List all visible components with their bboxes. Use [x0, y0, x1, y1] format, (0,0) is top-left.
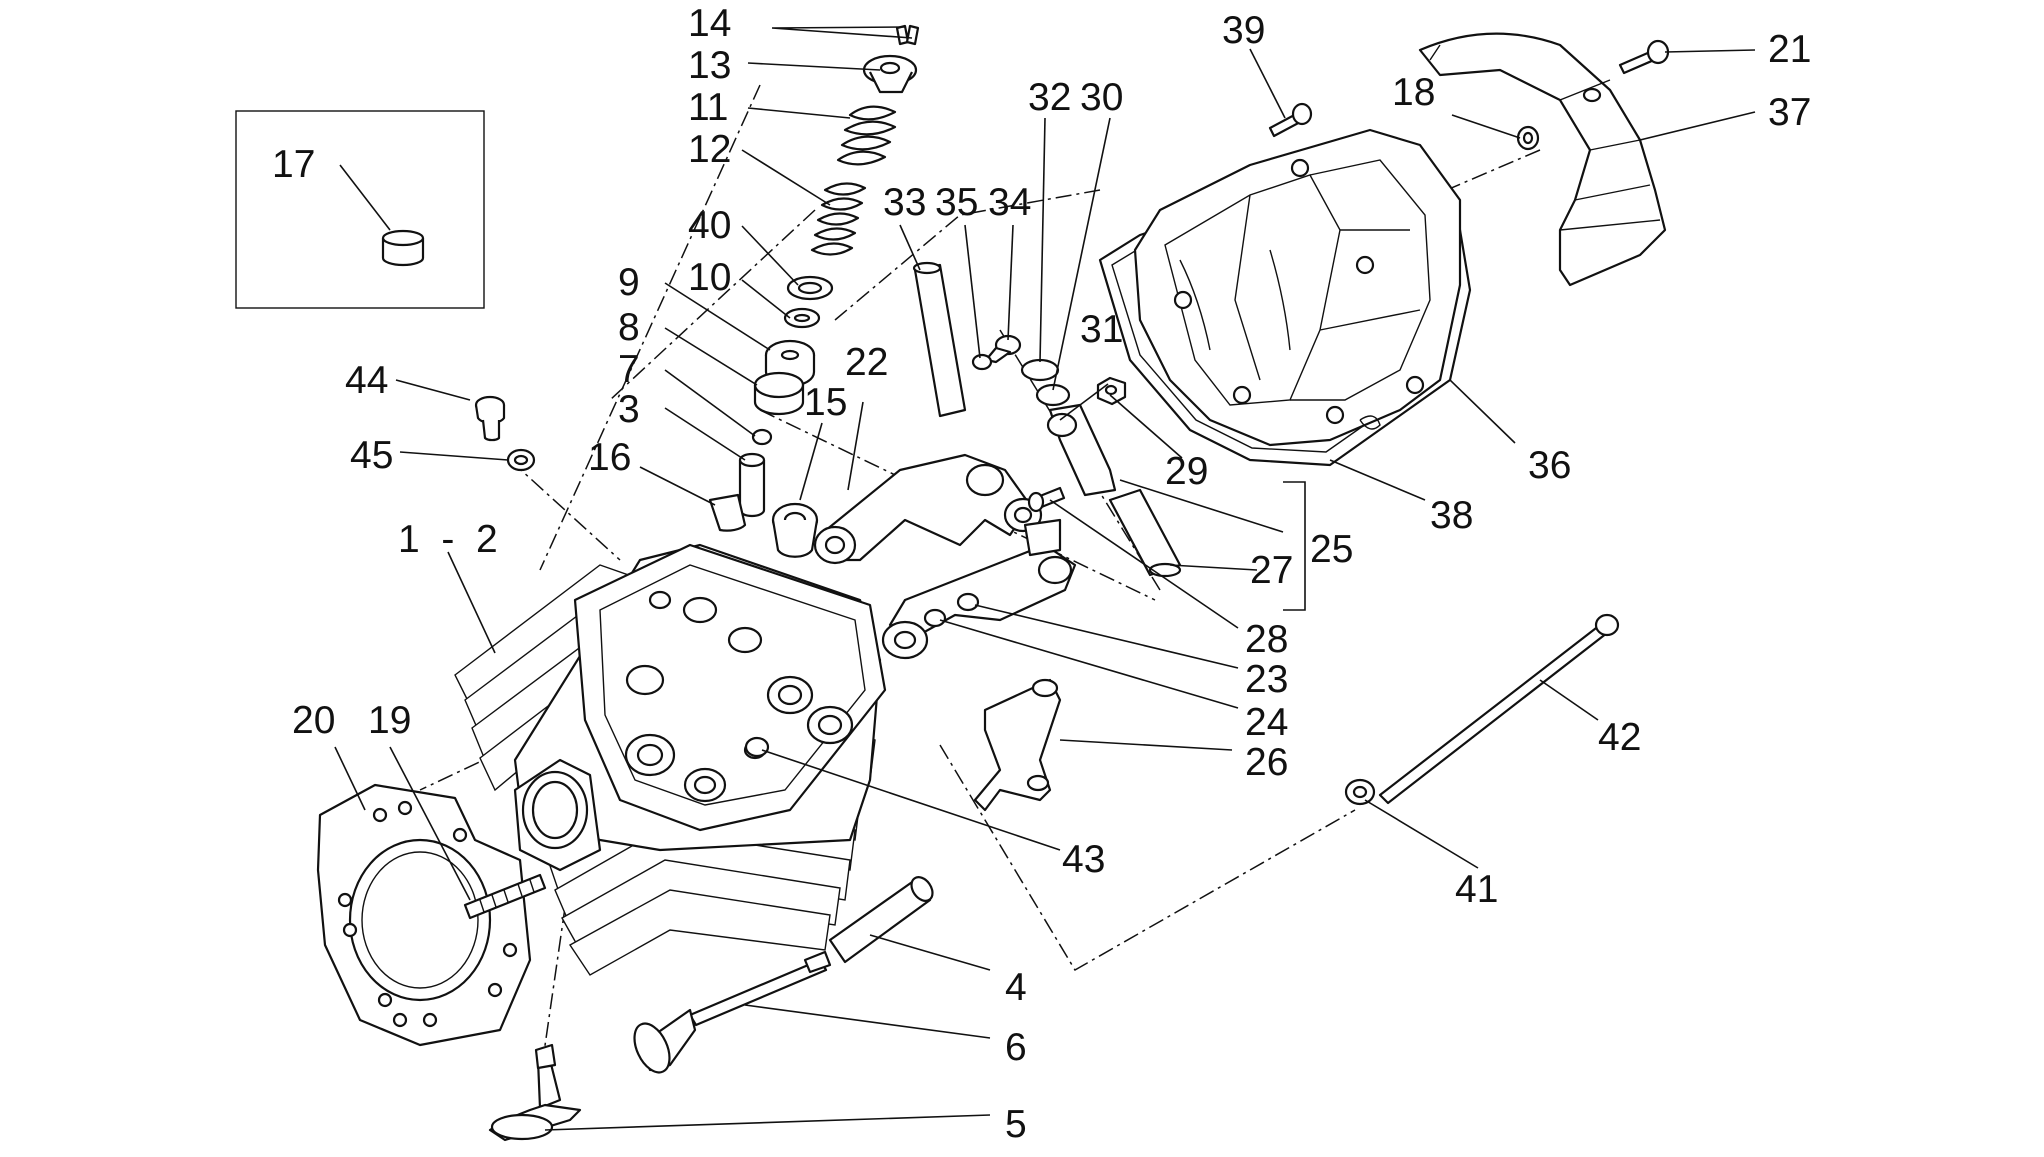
callout-17: 17	[272, 143, 315, 186]
callout-29: 29	[1165, 450, 1208, 493]
callout-32: 32	[1028, 76, 1071, 119]
washer-41	[1344, 778, 1376, 806]
valve-guide	[828, 876, 934, 964]
grommet-18	[1516, 125, 1540, 151]
callout-39: 39	[1222, 9, 1265, 52]
valve-spring-stack	[738, 24, 920, 518]
callout-45: 45	[350, 434, 393, 477]
o-ring-32	[1020, 358, 1060, 382]
callout-1-2: 1 - 2	[398, 518, 498, 561]
screw-28	[1027, 486, 1066, 513]
nut-29	[1096, 376, 1127, 406]
seal-15	[771, 502, 819, 558]
plug-16	[708, 493, 747, 532]
callout-19: 19	[368, 699, 411, 742]
rocker-arm-assembly	[813, 453, 1077, 660]
callout-21: 21	[1768, 28, 1811, 71]
callout-37: 37	[1768, 91, 1811, 134]
callout-35: 35	[935, 181, 978, 224]
callout-38: 38	[1430, 494, 1473, 537]
callout-15: 15	[804, 381, 847, 424]
callout-3: 3	[618, 388, 640, 431]
cylinder-head-gasket	[316, 783, 532, 1047]
callout-11: 11	[688, 86, 729, 129]
callout-36: 36	[1528, 444, 1571, 487]
callout-42: 42	[1598, 716, 1641, 759]
stud	[463, 873, 547, 920]
callout-31: 31	[1080, 308, 1123, 351]
o-ring-30	[1035, 383, 1071, 407]
callout-23: 23	[1245, 658, 1288, 701]
bolt-34	[984, 334, 1022, 364]
screw-21	[1618, 39, 1670, 75]
callout-22: 22	[845, 341, 888, 384]
callout-44: 44	[345, 359, 388, 402]
washer-45	[506, 448, 536, 472]
callout-16: 16	[588, 436, 631, 479]
callout-41: 41	[1455, 868, 1498, 911]
callout-4: 4	[1005, 966, 1027, 1009]
callout-5: 5	[1005, 1103, 1027, 1146]
callout-20: 20	[292, 699, 335, 742]
callout-18: 18	[1392, 71, 1435, 114]
push-rod-tube	[912, 261, 967, 418]
sleeve-31	[1046, 403, 1117, 497]
callout-12: 12	[688, 128, 731, 171]
callout-40: 40	[688, 204, 731, 247]
bolt-39	[1268, 102, 1313, 138]
tube-27	[1108, 488, 1182, 578]
callout-labels: 14 13 11 12 40 10 9 8 7 3 16 15 22 17 44…	[272, 2, 1811, 1146]
fill-plug-44	[474, 395, 506, 442]
callout-27: 27	[1250, 549, 1293, 592]
valve-intake	[633, 950, 832, 1074]
cover-shield-37	[1418, 32, 1667, 287]
callout-8: 8	[618, 306, 640, 349]
callout-26: 26	[1245, 741, 1288, 784]
callout-10: 10	[688, 256, 731, 299]
leader-lines	[334, 26, 1756, 1131]
callout-13: 13	[688, 44, 731, 87]
callout-24: 24	[1245, 701, 1288, 744]
callout-30: 30	[1080, 76, 1123, 119]
bracket-26	[973, 678, 1062, 812]
callout-43: 43	[1062, 838, 1105, 881]
valve-cover	[1098, 128, 1472, 467]
cylinder-head	[454, 543, 887, 976]
callout-14: 14	[688, 2, 731, 45]
callout-7: 7	[618, 348, 640, 391]
inset-box-part-17	[235, 110, 485, 309]
push-rod-42	[1378, 613, 1620, 805]
callout-28: 28	[1245, 618, 1288, 661]
washer-35	[971, 353, 993, 371]
valve-exhaust	[488, 1043, 582, 1142]
callout-34: 34	[988, 181, 1031, 224]
callout-9: 9	[618, 261, 640, 304]
callout-33: 33	[883, 181, 926, 224]
callout-25: 25	[1310, 528, 1353, 571]
callout-6: 6	[1005, 1026, 1027, 1069]
